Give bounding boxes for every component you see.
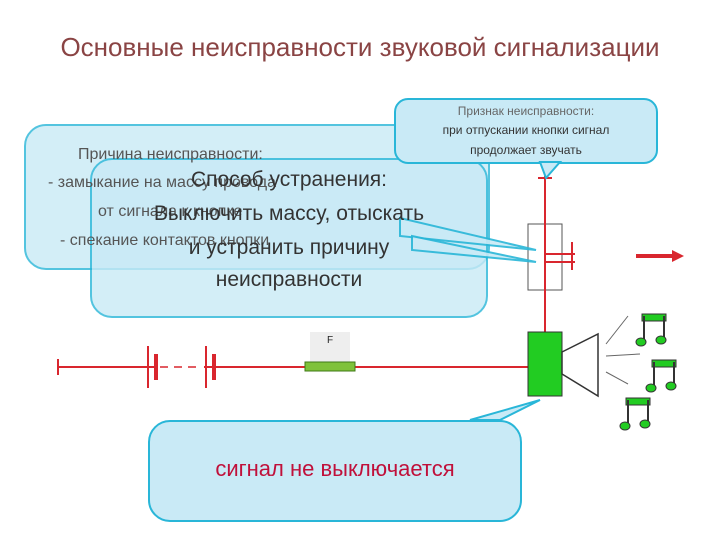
fix-pointer xyxy=(411,234,537,263)
music-note-icon xyxy=(645,359,677,393)
page-title: Основные неисправности звуковой сигнализ… xyxy=(60,32,660,62)
sign-pointer xyxy=(538,161,563,180)
cause-line: - спекание контактов кнопки xyxy=(60,232,270,249)
sound-wave-line xyxy=(605,353,641,357)
fuse-body xyxy=(304,361,356,372)
fix-line: Выключить массу, отыскать xyxy=(153,202,425,225)
fix-line: неисправности xyxy=(215,268,363,291)
horn-cone xyxy=(561,332,599,398)
fuse-box xyxy=(310,332,350,362)
result-callout xyxy=(148,420,522,522)
result-text: сигнал не выключается xyxy=(215,456,455,481)
sign-line: продолжает звучать xyxy=(470,143,582,157)
fix-callout xyxy=(90,158,488,318)
sound-wave-line xyxy=(605,315,629,345)
music-note-icon xyxy=(619,397,651,431)
horn-body xyxy=(527,331,563,397)
fix-heading: Способ устранения: xyxy=(190,168,388,191)
sound-wave-line xyxy=(605,371,629,385)
fix-line: и устранить причину xyxy=(188,236,390,259)
cause-pointer xyxy=(399,216,537,251)
music-note-icon xyxy=(635,313,667,347)
cause-heading: Причина неисправности: xyxy=(78,146,263,163)
sign-line: при отпускании кнопки сигнал xyxy=(442,123,610,137)
fuse-label: F xyxy=(326,335,334,346)
result-pointer xyxy=(469,399,541,421)
sign-callout xyxy=(394,98,658,164)
cause-line: от сигнала к кнопке xyxy=(98,203,243,220)
sign-heading: Признак неисправности: xyxy=(457,104,595,118)
cause-line: - замыкание на массу провода xyxy=(48,174,276,191)
